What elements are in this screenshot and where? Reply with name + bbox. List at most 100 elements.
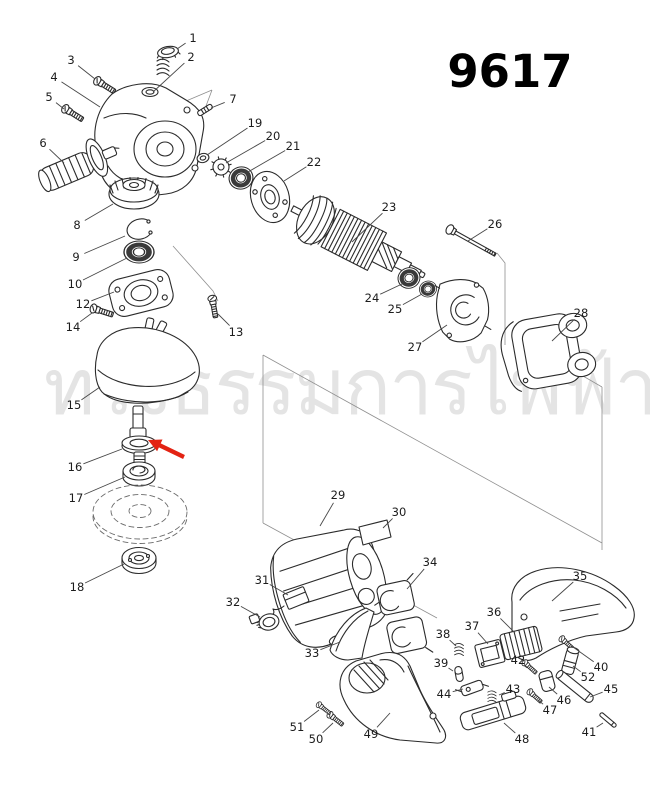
part-48-slide-switch-art	[459, 690, 527, 731]
part-13-screw-art	[206, 294, 221, 319]
part-number-48: 48	[515, 732, 530, 746]
leader-line-2	[152, 62, 185, 93]
part-number-26: 26	[488, 217, 503, 231]
part-33-baffle-art	[329, 607, 375, 661]
part-number-28: 28	[574, 306, 589, 320]
leader-line-22	[283, 166, 307, 182]
leader-line-20	[225, 140, 266, 164]
leader-line-3	[77, 65, 96, 80]
part-numbers-layer: 1234567891012131415161718192021222324252…	[39, 31, 618, 746]
leader-line-24	[380, 283, 403, 295]
part-number-33: 33	[305, 646, 320, 660]
part-number-38: 38	[436, 627, 451, 641]
part-27-bearing-plate-art	[434, 278, 492, 343]
leader-line-10	[82, 257, 128, 281]
leader-line-51	[303, 709, 320, 722]
part-14-screw-art	[88, 302, 115, 320]
part-number-51: 51	[290, 720, 305, 734]
part-number-12: 12	[76, 297, 91, 311]
part-2-spring-art	[156, 58, 170, 77]
part-number-8: 8	[73, 218, 80, 232]
leader-line-19	[206, 127, 248, 156]
part-37-block-art	[474, 639, 506, 668]
part-number-42: 42	[511, 653, 526, 667]
part-number-20: 20	[266, 129, 281, 143]
part-number-17: 17	[69, 491, 84, 505]
part-51-screw-art	[314, 700, 333, 717]
leader-line-23	[351, 212, 383, 243]
leader-line-4	[61, 81, 101, 108]
leader-line-1	[176, 42, 186, 50]
part-number-15: 15	[67, 398, 82, 412]
part-15-wheel-guard-art	[94, 317, 200, 404]
part-number-6: 6	[39, 136, 46, 150]
part-4-gear-housing-art	[94, 83, 205, 198]
part-41-pin-art	[599, 712, 617, 728]
leader-line-17	[84, 476, 126, 495]
leader-line-27	[422, 324, 448, 343]
part-number-19: 19	[248, 116, 263, 130]
leader-line-31	[269, 584, 289, 596]
part-number-9: 9	[72, 250, 79, 264]
leader-lines-layer	[49, 42, 604, 734]
part-number-5: 5	[45, 90, 52, 104]
part-number-45: 45	[604, 682, 619, 696]
model-title: 9617	[447, 45, 572, 98]
part-20-pinion-art	[210, 156, 232, 178]
leader-line-6	[49, 148, 65, 164]
leader-line-26	[467, 228, 488, 242]
leader-line-35	[551, 581, 574, 602]
part-number-32: 32	[226, 595, 241, 609]
part-number-2: 2	[187, 50, 194, 64]
part-26-bolt-art	[445, 224, 497, 257]
leader-line-21	[247, 150, 286, 173]
leader-line-33	[320, 641, 341, 651]
part-19-washer-art	[196, 152, 210, 164]
leader-line-46	[548, 686, 558, 695]
leader-line-29	[319, 502, 334, 527]
part-5-screw-art	[59, 102, 86, 125]
part-36-switch-art	[499, 625, 543, 661]
part-number-52: 52	[581, 670, 596, 684]
part-10-bearing-art	[124, 241, 154, 263]
part-number-24: 24	[365, 291, 380, 305]
leader-line-39	[448, 667, 454, 672]
leader-line-45	[589, 691, 603, 698]
part-9-circlip-art	[126, 218, 153, 240]
part-25-bearing-art	[415, 277, 441, 301]
part-number-36: 36	[487, 605, 502, 619]
leader-line-30	[382, 518, 393, 529]
part-number-29: 29	[331, 488, 346, 502]
part-34-brush-holder-art	[374, 572, 434, 655]
part-31-carbon-brush-art	[248, 586, 310, 626]
part-39-pin-art	[454, 666, 464, 682]
part-23-armature-art	[290, 195, 426, 279]
part-28-field-art	[500, 312, 597, 392]
part-number-13: 13	[229, 325, 244, 339]
leader-line-34	[406, 568, 425, 590]
leader-line-36	[500, 618, 516, 634]
part-6-side-handle-art	[38, 138, 120, 193]
leader-line-8	[84, 203, 114, 221]
part-number-43: 43	[506, 682, 521, 696]
part-number-46: 46	[557, 693, 572, 707]
part-number-50: 50	[309, 732, 324, 746]
leader-line-48	[503, 722, 516, 734]
part-32-brush-cap-art	[256, 613, 280, 631]
leader-line-44	[452, 688, 464, 693]
part-number-37: 37	[465, 619, 480, 633]
part-number-1: 1	[189, 31, 196, 45]
part-number-22: 22	[307, 155, 322, 169]
part-52-cylinder-art	[561, 646, 580, 676]
part-number-10: 10	[68, 277, 83, 291]
leader-line-42	[524, 665, 528, 668]
part-number-30: 30	[392, 505, 407, 519]
leader-line-18	[84, 563, 125, 584]
part-number-31: 31	[255, 573, 270, 587]
leader-line-38	[449, 639, 457, 647]
leader-line-12	[91, 291, 115, 302]
part-number-40: 40	[594, 660, 609, 674]
part-22-inner-flange-art	[249, 170, 291, 224]
